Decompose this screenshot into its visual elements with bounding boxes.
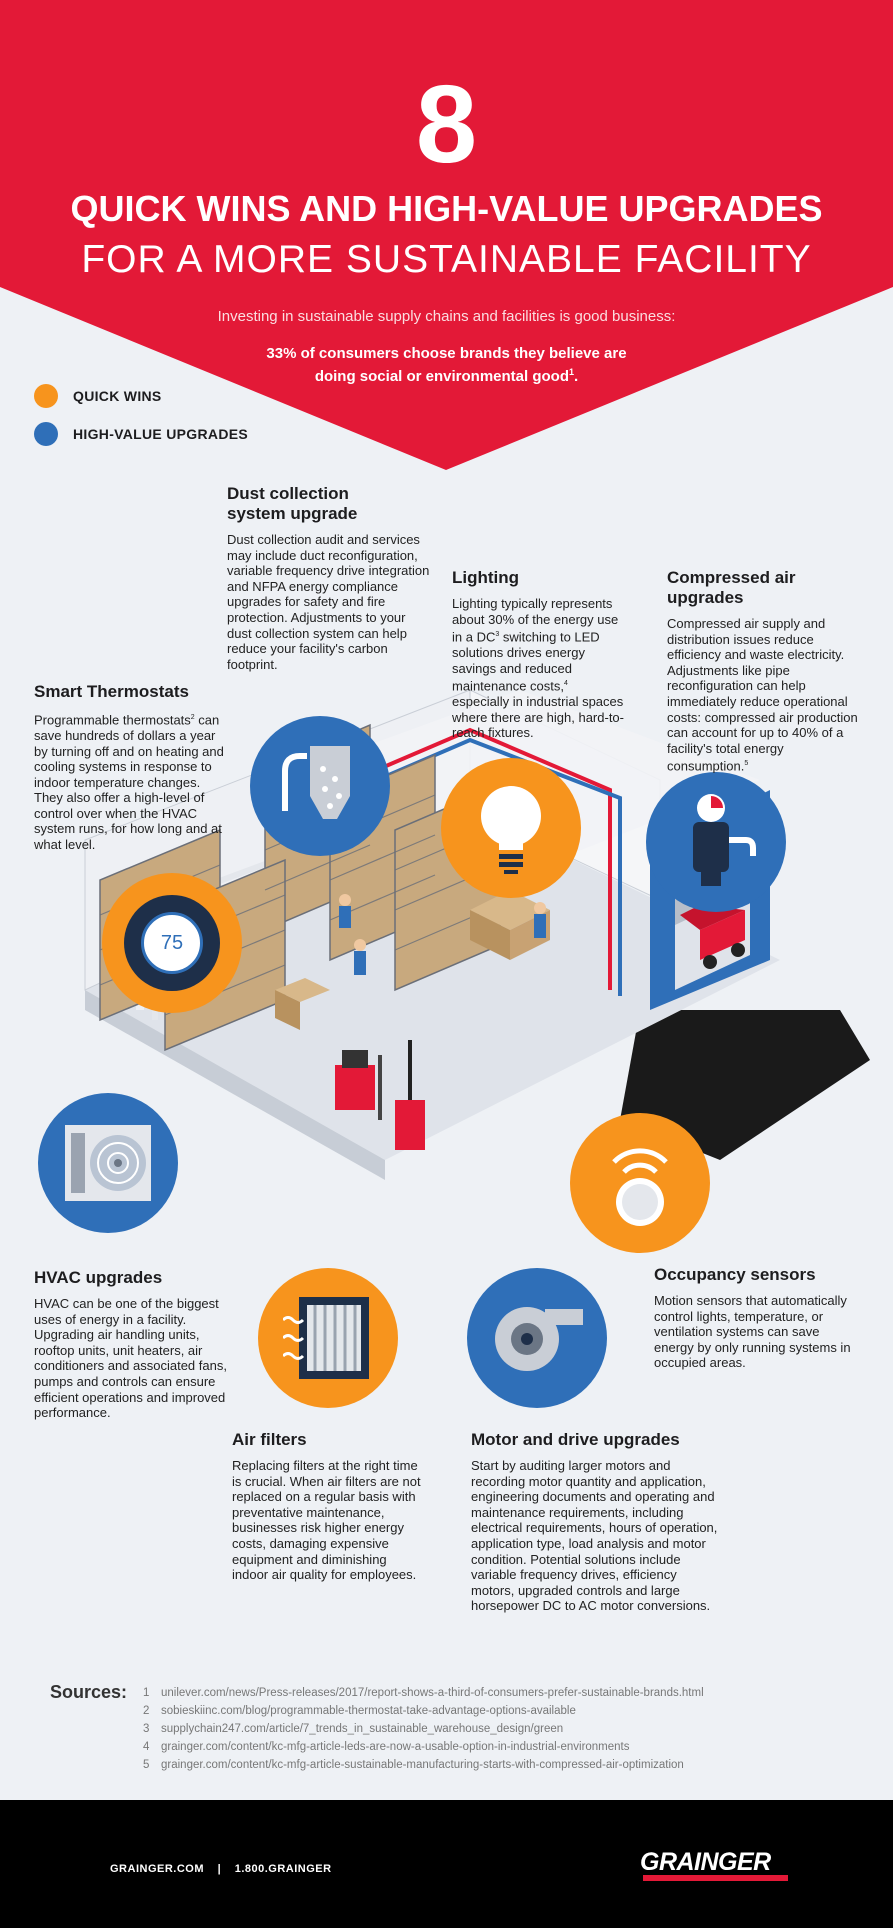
section-title: Smart Thermostats [34,682,189,701]
section-smart-thermostats: Smart Thermostats Programmable thermosta… [34,682,226,853]
motor-icon [467,1268,607,1408]
orange-dot-icon [34,384,58,408]
hero-number: 8 [415,63,478,186]
section-body: Motion sensors that automatically contro… [654,1293,851,1371]
section-body: Lighting typically represents about 30% … [452,596,624,741]
section-hvac: HVAC upgrades HVAC can be one of the big… [34,1268,234,1421]
section-air-filters: Air filters Replacing filters at the rig… [232,1430,426,1583]
sources-label: Sources: [50,1682,128,1702]
header-banner [0,0,893,470]
section-occupancy-sensors: Occupancy sensors Motion sensors that au… [654,1265,854,1371]
footer [0,1800,893,1928]
section-title: Air filters [232,1430,307,1449]
section-body: Start by auditing larger motors and reco… [471,1458,718,1614]
air-filter-icon [258,1268,398,1408]
hero-title: QUICK WINS AND HIGH-VALUE UPGRADES [70,188,823,229]
footer-phone[interactable]: 1.800.GRAINGER [234,1863,332,1875]
section-body: Dust collection audit and services may i… [227,532,430,672]
section-body: Compressed air supply and distribution i… [667,616,858,774]
occupancy-sensor-icon [570,1113,710,1253]
compressed-air-filter-icon [646,772,786,912]
hvac-fan-unit-icon [38,1093,178,1233]
thermostat-dial: 75 [124,895,220,991]
section-body: Programmable thermostats2 can save hundr… [34,712,224,853]
section-motor-drive: Motor and drive upgrades Start by auditi… [471,1430,721,1614]
section-lighting: Lighting Lighting typically represents a… [452,568,624,741]
section-compressed-air: Compressed air upgrades Compressed air s… [667,568,867,774]
footer-contact: GRAINGER.COM | 1.800.GRAINGER [110,1863,332,1875]
section-body: Replacing filters at the right time is c… [232,1458,421,1583]
footer-website-link[interactable]: GRAINGER.COM [110,1863,204,1875]
section-body: HVAC can be one of the biggest uses of e… [34,1296,227,1421]
section-title: HVAC upgrades [34,1268,163,1287]
intro-text: Investing in sustainable supply chains a… [217,308,676,325]
section-title: Lighting [452,568,520,587]
dust-collector-icon [250,716,390,856]
section-title: Compressed air upgrades [667,568,796,607]
consumer-stat: 33% of consumers choose brands they beli… [266,345,627,385]
legend-quick-wins: QUICK WINS [34,384,162,408]
logo-underline [643,1875,788,1881]
blue-dot-icon [34,422,58,446]
thermostat-icon: 75 [102,873,242,1013]
section-title: Motor and drive upgrades [471,1430,680,1449]
legend-high-value: HIGH-VALUE UPGRADES [34,422,248,446]
thermostat-display: 75 [141,912,203,974]
hero-subtitle: FOR A MORE SUSTAINABLE FACILITY [81,238,812,281]
section-title: Occupancy sensors [654,1265,816,1284]
grainger-logo: GRAINGER [640,1848,771,1876]
lightbulb-icon [441,758,581,898]
